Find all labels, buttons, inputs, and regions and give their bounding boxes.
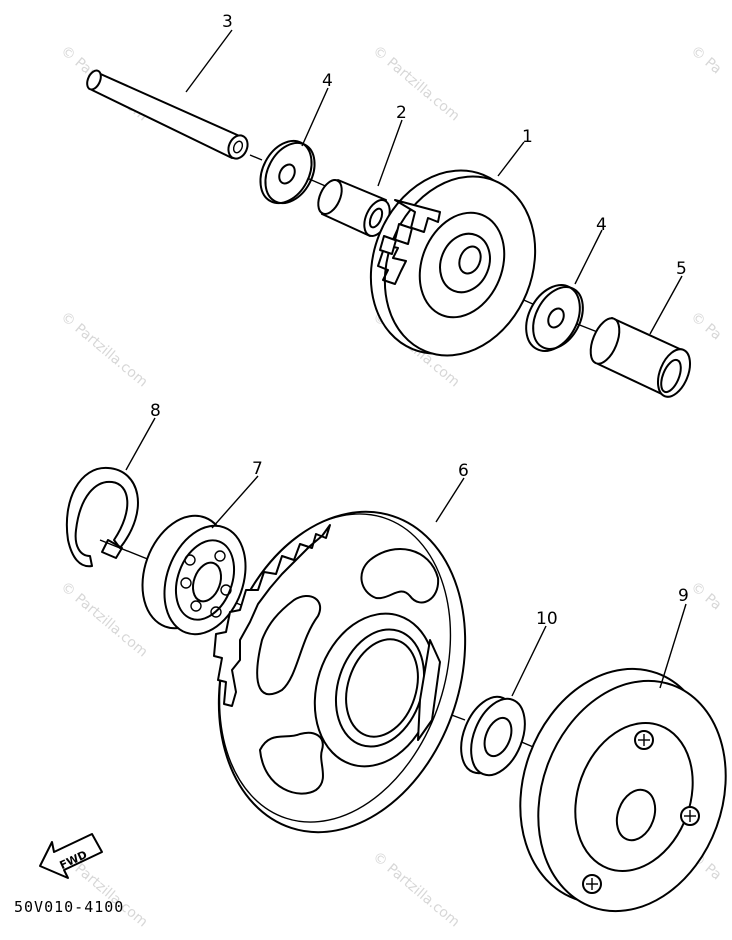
part-label-1: 1 xyxy=(522,127,533,147)
watermark: © Pa xyxy=(687,309,724,344)
part-label-9: 9 xyxy=(678,586,689,606)
bearing-part-7 xyxy=(141,514,247,636)
watermark: © Pa xyxy=(687,579,724,614)
screw-icon xyxy=(634,730,654,750)
washer-part-10 xyxy=(460,695,526,777)
part-label-10: 10 xyxy=(536,609,558,629)
part-label-7: 7 xyxy=(252,459,263,479)
starter-wheel-gear-part-6 xyxy=(213,510,467,834)
collar-part-5 xyxy=(589,317,692,398)
screw-icon xyxy=(680,806,700,826)
watermark: © Pa xyxy=(687,43,724,78)
watermark: © Partzilla.com xyxy=(57,309,150,391)
part-label-4: 4 xyxy=(322,71,333,91)
circlip-part-8 xyxy=(65,466,139,568)
washer-part-4-b xyxy=(525,284,584,352)
watermark: © Partzilla.com xyxy=(57,579,150,661)
part-label-6: 6 xyxy=(458,461,469,481)
part-label-2: 2 xyxy=(396,103,407,123)
watermark: © Partzilla.com xyxy=(369,849,462,931)
gear-part-1 xyxy=(369,169,537,357)
washer-part-4-a xyxy=(259,139,316,205)
part-label-3: 3 xyxy=(222,12,233,32)
part-label-8: 8 xyxy=(150,401,161,421)
part-label-4: 4 xyxy=(596,215,607,235)
shaft-part-3 xyxy=(86,69,249,160)
part-labels: 3 4 2 1 4 5 8 7 6 10 9 xyxy=(150,12,689,629)
part-label-5: 5 xyxy=(676,259,687,279)
leader-lines xyxy=(125,29,687,697)
bushing-part-2 xyxy=(317,179,391,237)
watermark: © Partzilla.com xyxy=(369,43,462,125)
diagram-code: 50V010-4100 xyxy=(14,898,124,916)
starter-clutch-part-9 xyxy=(519,667,727,913)
screw-icon xyxy=(582,874,602,894)
